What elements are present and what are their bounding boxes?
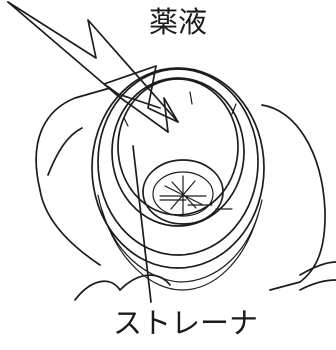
liquid-arrow [7,1,179,133]
strainer-label: ストレーナ [113,306,259,340]
strainer-leader-line [132,145,152,303]
liquid-label: 薬液 [149,5,208,39]
tank-opening [91,67,265,291]
tank-body [35,87,336,301]
strainer-basket [111,77,245,227]
